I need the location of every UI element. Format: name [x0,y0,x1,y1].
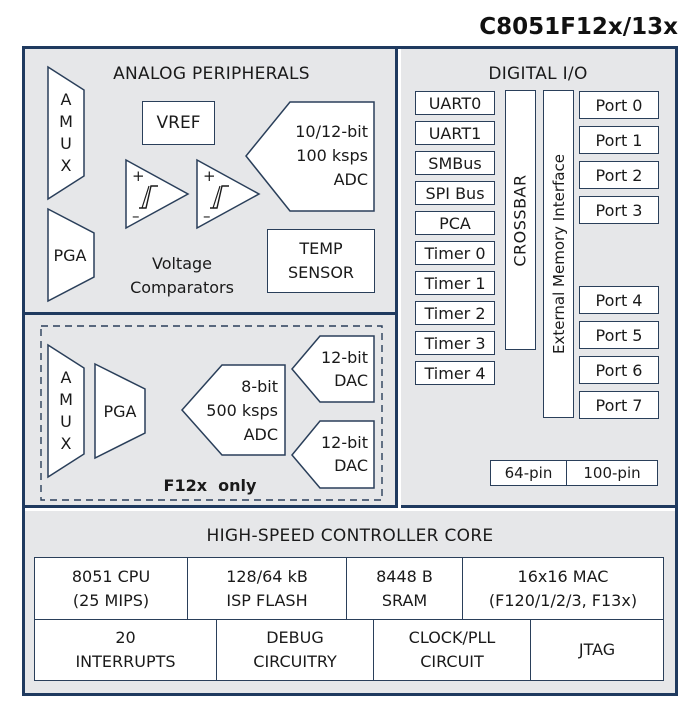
peripheral-block: UART1 [415,121,495,145]
port-label: Port 1 [595,130,643,150]
port-block: Port 4 [579,286,659,314]
port-block: Port 2 [579,161,659,189]
port-label: Port 6 [595,360,643,380]
peripheral-label: SPI Bus [425,183,485,203]
port-block: Port 6 [579,356,659,384]
adc-main-label: 10/12-bit 100 ksps ADC [295,122,368,189]
temp-sensor-block: TEMP SENSOR [267,229,375,293]
dac-1-shape [291,335,375,403]
peripheral-label: Timer 4 [424,363,486,383]
f12x-only-note: F12x only [163,476,257,495]
core-cell-cpu: 8051 CPU (25 MIPS) [35,558,188,619]
dac-1-label: 12-bit DAC [320,348,368,390]
core-cell-mac: 16x16 MAC (F120/1/2/3, F13x) [488,566,638,610]
pga-2-shape [94,362,146,460]
peripheral-label: PCA [439,213,471,233]
peripheral-block: Timer 4 [415,361,495,385]
comparator-2-shape [196,158,261,230]
pga-shape [47,207,95,303]
peripheral-label: SMBus [428,153,482,173]
peripheral-label: UART0 [428,93,482,113]
comp2-minus: – [203,207,211,225]
pin-64-option: 64-pin [491,461,567,485]
peripheral-label: Timer 0 [424,243,486,263]
crossbar-label: CROSSBAR [511,173,531,267]
amux-label: A M U X [59,90,73,175]
pga-2-label: PGA [103,402,137,421]
vref-block: VREF [142,101,215,145]
core-cell-clock: CLOCK/PLL CIRCUIT [374,620,531,680]
core-cell-debug: DEBUG CIRCUITRY [217,620,374,680]
adc-8bit-label: 8-bit 500 ksps ADC [206,377,278,444]
core-row-2: 20 INTERRUPTS DEBUG CIRCUITRY CLOCK/PLL … [35,620,663,680]
port-label: Port 7 [595,395,643,415]
port-block: Port 7 [579,391,659,419]
pin-100-label: 100-pin [583,464,641,482]
core-cell-jtag: JTAG [578,640,616,659]
digital-title: DIGITAL I/O [488,64,588,84]
emi-block: External Memory Interface [543,90,574,418]
adc-shape [245,101,375,212]
port-label: Port 2 [595,165,643,185]
port-label: Port 4 [595,290,643,310]
peripheral-block: Timer 0 [415,241,495,265]
core-cell-sram: 8448 B SRAM [347,558,463,619]
f12x-dashed-region [40,325,383,501]
comp1-plus: + [132,167,145,185]
peripheral-block: Timer 1 [415,271,495,295]
adc-8bit-shape [180,364,286,456]
core-title: HIGH-SPEED CONTROLLER CORE [206,526,494,546]
port-label: Port 0 [595,95,643,115]
pin-64-label: 64-pin [504,464,553,482]
port-block: Port 1 [579,126,659,154]
port-label: Port 5 [595,325,643,345]
comparators-label: Voltage Comparators [130,254,234,297]
peripheral-label: UART1 [428,123,482,143]
dac-2-shape [291,420,375,489]
peripheral-block: UART0 [415,91,495,115]
analog-inner-divider [25,312,398,315]
comparator-1-shape [125,158,190,230]
vref-label: VREF [156,113,201,133]
pin-100-option: 100-pin [567,461,657,485]
peripheral-block: SMBus [415,151,495,175]
peripheral-block: PCA [415,211,495,235]
amux-2-shape [47,343,85,479]
peripheral-label: Timer 2 [424,303,486,323]
port-label: Port 3 [595,200,643,220]
analog-title: ANALOG PERIPHERALS [113,64,310,84]
amux-2-label: A M U X [59,368,73,453]
pga-label: PGA [53,246,87,265]
peripheral-block: SPI Bus [415,181,495,205]
core-cell-flash: 128/64 kB ISP FLASH [188,558,347,619]
core-table: 8051 CPU (25 MIPS) 128/64 kB ISP FLASH 8… [34,557,664,681]
port-block: Port 0 [579,91,659,119]
comp2-plus: + [203,167,216,185]
peripheral-label: Timer 3 [424,333,486,353]
port-block: Port 5 [579,321,659,349]
temp-sensor-label: TEMP SENSOR [287,239,355,282]
part-number: C8051F12x/13x [479,14,678,40]
core-cell-interrupts: 20 INTERRUPTS [35,620,217,680]
pin-options: 64-pin 100-pin [490,460,658,486]
amux-shape [47,65,85,201]
peripheral-block: Timer 3 [415,331,495,355]
port-block: Port 3 [579,196,659,224]
emi-label: External Memory Interface [549,154,568,354]
core-row-1: 8051 CPU (25 MIPS) 128/64 kB ISP FLASH 8… [35,558,663,620]
peripheral-block: Timer 2 [415,301,495,325]
crossbar-block: CROSSBAR [505,90,536,350]
peripheral-label: Timer 1 [424,273,486,293]
dac-2-label: 12-bit DAC [320,433,368,475]
comp1-minus: – [132,207,140,225]
